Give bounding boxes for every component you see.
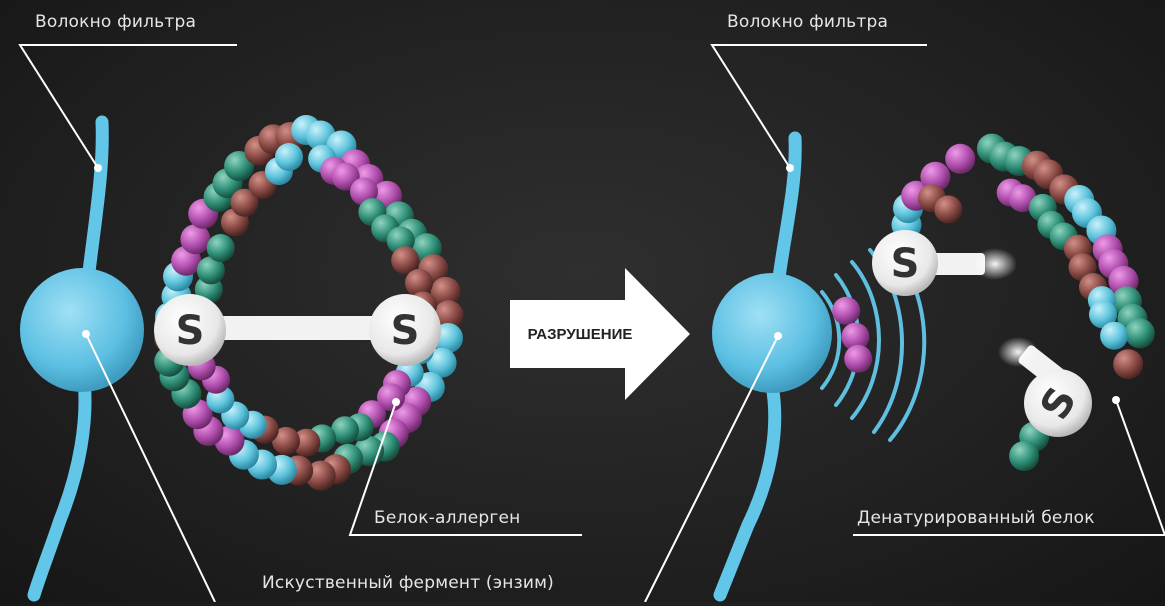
- protein-bead: [920, 161, 951, 192]
- label-denatured: Денатурированный белок: [857, 508, 1095, 528]
- sulfur-label-1: S: [176, 308, 205, 354]
- leader-fiber-right: [710, 44, 927, 169]
- leader-enzyme-right: [644, 335, 779, 603]
- filter-fiber-left: [20, 115, 144, 602]
- sulfur-label-2: S: [391, 308, 420, 354]
- protein-bead: [1009, 441, 1040, 471]
- protein-bead: [433, 300, 464, 331]
- protein-bead: [331, 416, 359, 445]
- leader-enzyme-left: [85, 333, 216, 603]
- sulfur-atom-left: [154, 294, 226, 366]
- protein-bead: [430, 276, 461, 307]
- protein-bead: [305, 460, 336, 491]
- protein-bead: [844, 344, 873, 373]
- label-enzyme: Искуственный фермент (энзим): [262, 573, 554, 593]
- protein-bead: [292, 428, 321, 457]
- label-fiber-left: Волокно фильтра: [35, 12, 197, 32]
- sulfur-atom-lower: [1024, 369, 1092, 437]
- sulfur-atom-right: [369, 294, 441, 366]
- protein-bead: [841, 322, 870, 351]
- protein-bead: [391, 246, 420, 275]
- protein-bead: [230, 188, 259, 217]
- sulfur-label-3: S: [891, 241, 920, 287]
- destruction-arrow: РАЗРУШЕНИЕ: [510, 268, 690, 400]
- leader-lines: [18, 44, 1165, 603]
- protein-bead: [1113, 349, 1144, 380]
- leader-allergen: [348, 401, 582, 536]
- protein-bead: [180, 224, 211, 255]
- label-allergen: Белок-аллерген: [374, 508, 521, 528]
- protein-bead: [426, 347, 457, 378]
- sulfur-atom-upper: [872, 230, 938, 296]
- protein-bead: [272, 426, 300, 455]
- protein-bead: [832, 296, 861, 325]
- leader-fiber-left: [18, 44, 237, 169]
- protein-bead: [196, 256, 225, 285]
- arrow-label: РАЗРУШЕНИЕ: [528, 326, 633, 343]
- broken-bond-lower: [998, 337, 1092, 437]
- label-fiber-right: Волокно фильтра: [727, 12, 889, 32]
- protein-bead: [1124, 318, 1155, 349]
- protein-bead: [1089, 300, 1117, 329]
- disulfide-bridge: [154, 294, 441, 366]
- filter-fiber-right: [712, 131, 832, 602]
- protein-bead: [1100, 321, 1129, 350]
- protein-bead: [945, 143, 976, 174]
- leader-denatured: [853, 399, 1165, 536]
- protein-bead: [275, 143, 303, 171]
- protein-bead: [934, 195, 963, 224]
- denatured-protein-chain: [832, 133, 1155, 471]
- protein-bead: [206, 234, 235, 262]
- broken-bond-upper: [872, 230, 1017, 296]
- protein-bead: [405, 268, 433, 297]
